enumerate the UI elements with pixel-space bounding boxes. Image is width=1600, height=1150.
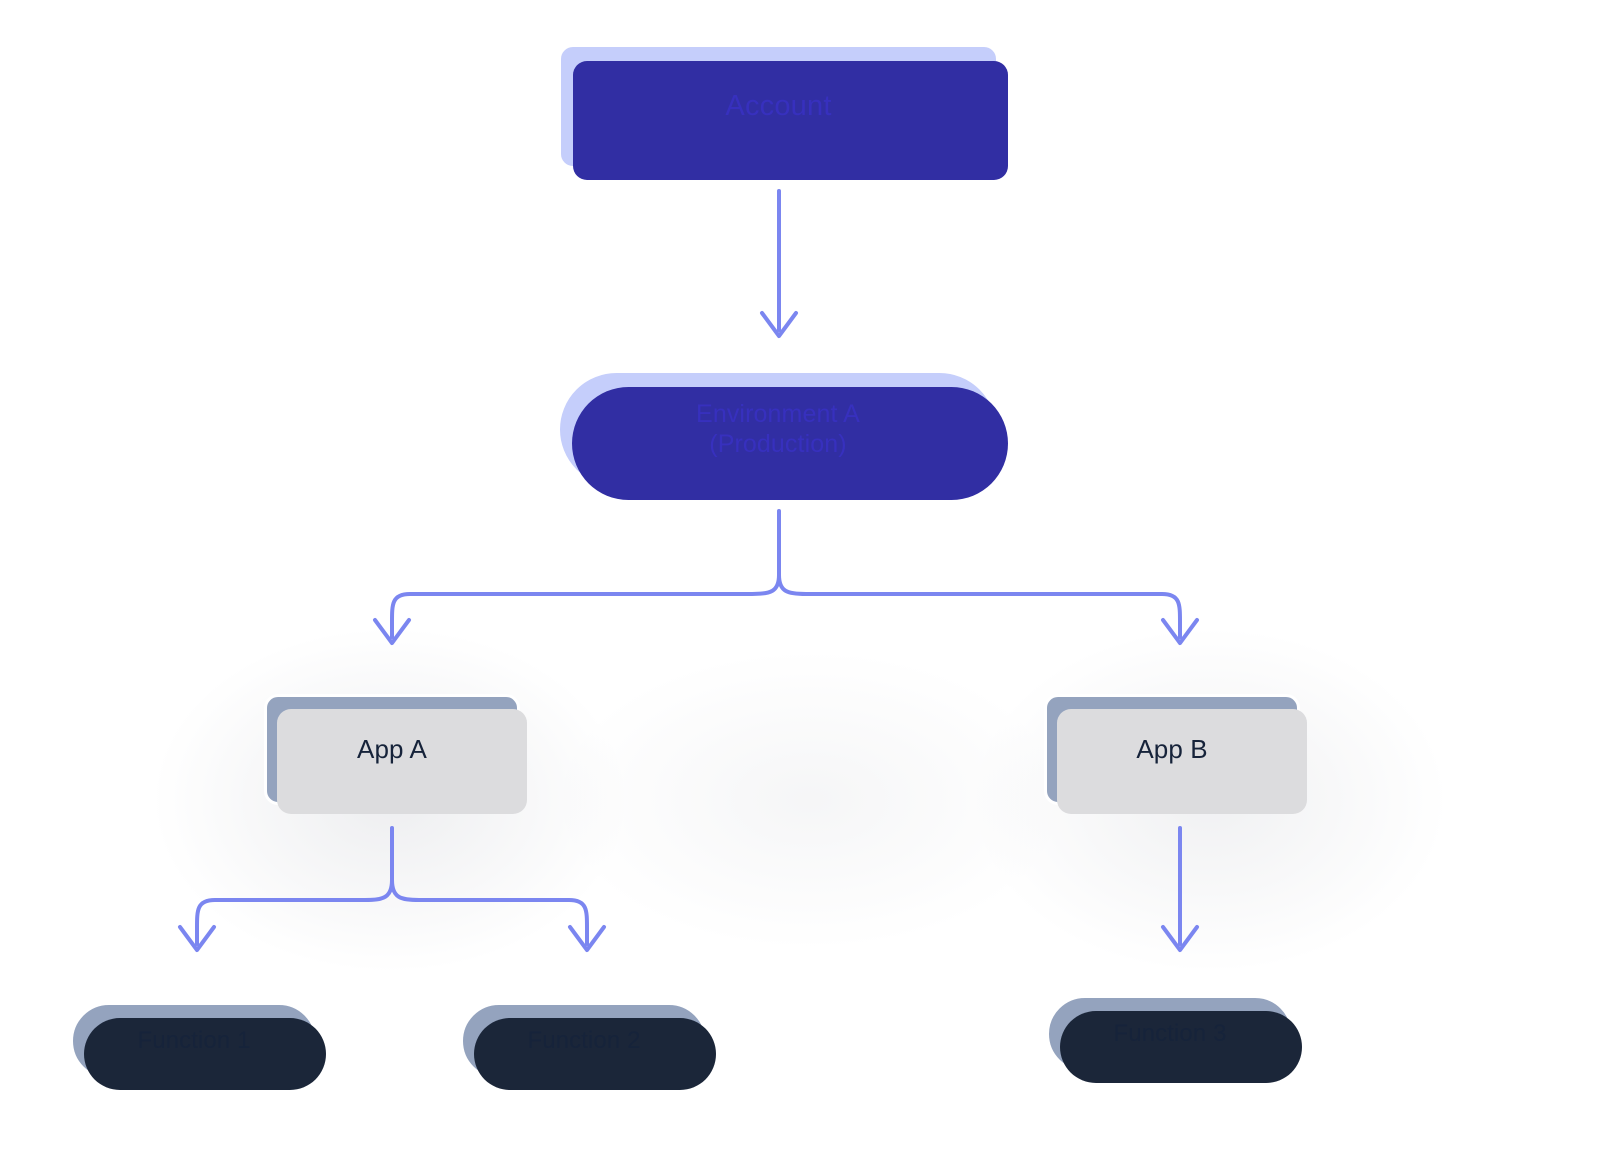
node-app-b[interactable]: App B bbox=[1044, 694, 1307, 814]
edge-app-a-split-trunk bbox=[195, 826, 394, 946]
node-environment-a-label: Environment A (Production) bbox=[696, 400, 860, 458]
node-app-a-label: App A bbox=[357, 734, 427, 765]
node-account-label: Account bbox=[725, 90, 832, 123]
node-function-3-label: Function 3 bbox=[1113, 1019, 1227, 1047]
arrowhead-environment-a bbox=[760, 311, 798, 338]
arrowhead-function-2 bbox=[568, 925, 606, 952]
node-environment-a[interactable]: Environment A (Production) bbox=[558, 371, 1008, 500]
edge-environment-a-split-trunk bbox=[390, 509, 781, 639]
edge-app-a-to-function-2 bbox=[390, 878, 589, 946]
arrowhead-app-a bbox=[373, 618, 411, 645]
edge-environment-a-to-app-b bbox=[777, 573, 1182, 639]
node-app-b-label: App B bbox=[1136, 734, 1208, 765]
arrowhead-app-b bbox=[1161, 618, 1199, 645]
node-account[interactable]: Account bbox=[559, 45, 1008, 180]
node-function-1[interactable]: Function 1 bbox=[70, 1002, 326, 1090]
node-function-3[interactable]: Function 3 bbox=[1046, 995, 1302, 1083]
arrowhead-function-3 bbox=[1161, 925, 1199, 952]
node-function-2-label: Function 2 bbox=[527, 1026, 641, 1054]
arrowhead-function-1 bbox=[178, 925, 216, 952]
node-function-2[interactable]: Function 2 bbox=[460, 1002, 716, 1090]
node-app-a[interactable]: App A bbox=[264, 694, 527, 814]
node-function-1-label: Function 1 bbox=[137, 1026, 251, 1054]
